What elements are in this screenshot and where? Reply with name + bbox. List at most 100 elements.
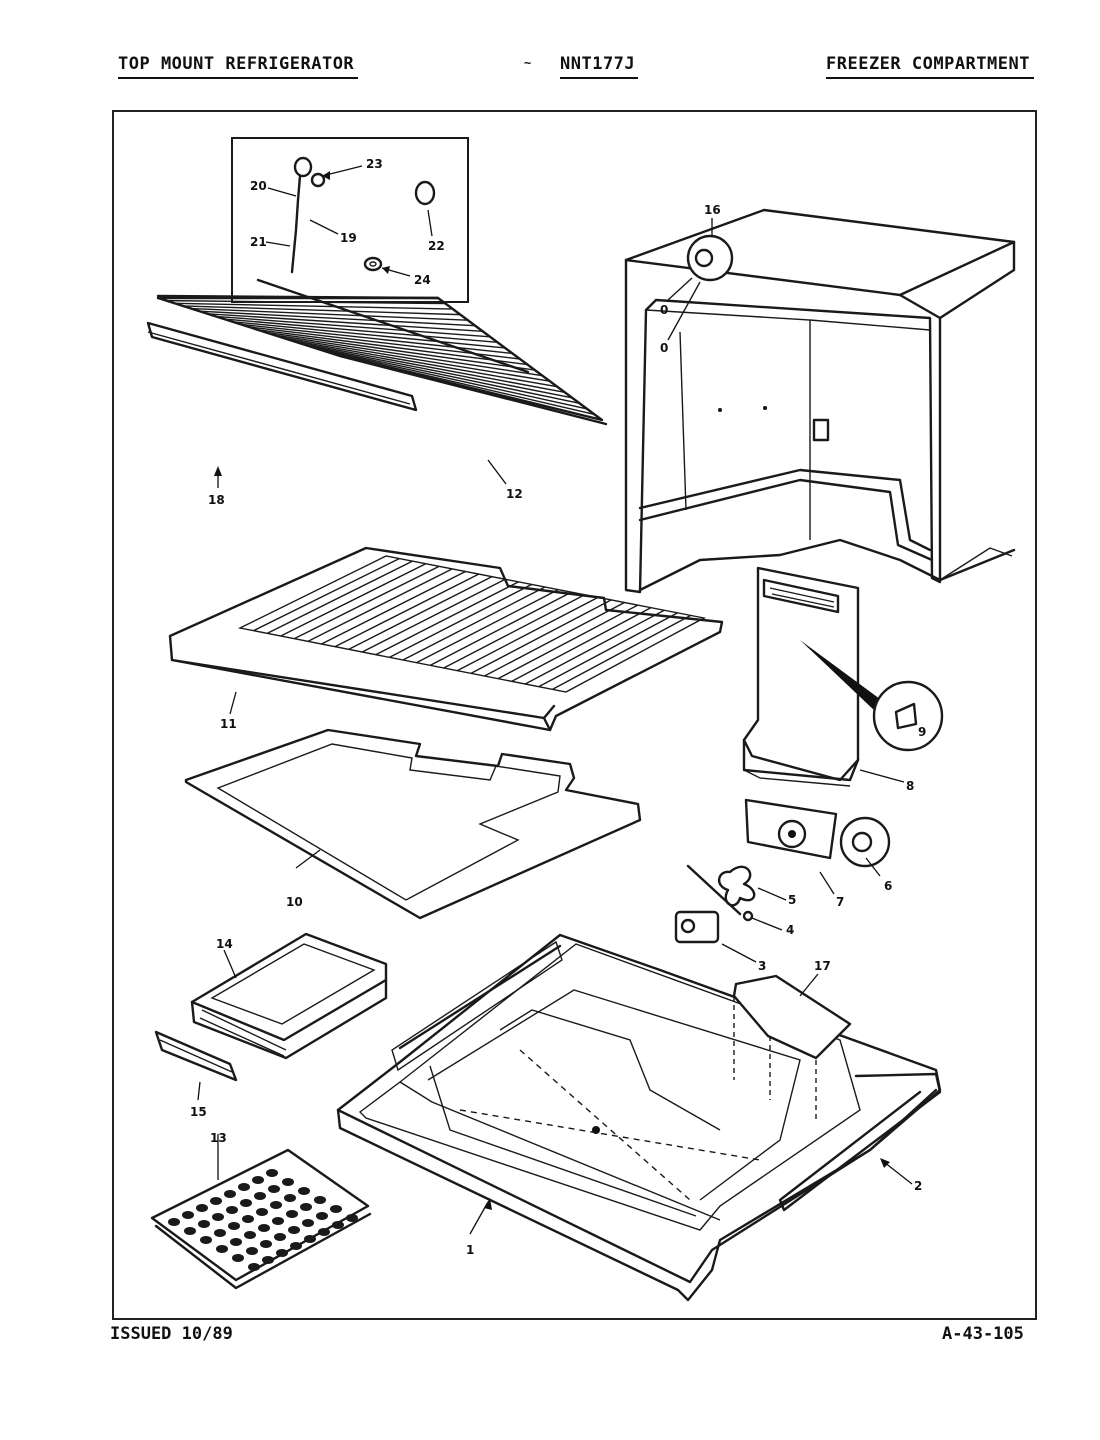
- ice-cube-cell: [212, 1213, 224, 1221]
- freezer-shelf-slat: [389, 583, 533, 658]
- ice-cube-cell: [262, 1256, 274, 1264]
- ice-cube-cell: [216, 1245, 228, 1253]
- detail-mark-a: 0: [660, 303, 668, 317]
- callout-13: 13: [210, 1131, 227, 1145]
- wire-shelf-rod: [298, 342, 565, 393]
- wire-shelf-rod: [339, 355, 603, 421]
- leader-lines: [197, 165, 913, 1235]
- callout-6: 6: [884, 879, 892, 893]
- wire-shelf-rod: [306, 344, 573, 399]
- ice-cube-cell: [346, 1214, 358, 1222]
- ice-cube-cell: [316, 1212, 328, 1220]
- freezer-shelf-slat: [402, 586, 546, 661]
- callout-3: 3: [758, 959, 766, 973]
- ice-cube-cell: [168, 1218, 180, 1226]
- callout-22: 22: [428, 239, 445, 253]
- callout-23: 23: [366, 157, 383, 171]
- light-assembly-inset: [231, 137, 469, 303]
- ice-cube-cell: [238, 1183, 250, 1191]
- ice-cube-cell: [226, 1206, 238, 1214]
- light-shield-part: [414, 180, 436, 206]
- freezer-shelf-slat: [443, 594, 586, 669]
- header-right-title: FREEZER COMPARTMENT: [826, 54, 1030, 74]
- ice-cube-cell: [246, 1247, 258, 1255]
- freezer-shelf-slat: [375, 581, 519, 656]
- ice-cube-cell: [318, 1228, 330, 1236]
- header-mark: ~: [524, 56, 532, 70]
- freezer-shelf-slat: [321, 570, 466, 645]
- light-bulb-part: [310, 172, 326, 188]
- ice-cube-cell: [286, 1210, 298, 1218]
- drain-trough: [732, 974, 852, 1120]
- screw-detail-circle: [872, 680, 944, 752]
- wire-shelf-rod: [191, 307, 468, 321]
- callout-10: 10: [286, 895, 303, 909]
- ice-cube-cell: [184, 1227, 196, 1235]
- ice-cube-cell: [268, 1185, 280, 1193]
- freezer-shelf-slat: [524, 609, 665, 685]
- evaporator-cover: [742, 566, 944, 787]
- ice-cube-cell: [256, 1208, 268, 1216]
- freezer-shelf-slat: [511, 607, 652, 682]
- freezer-shelf-slat: [253, 557, 400, 632]
- freezer-shelf-slat: [361, 578, 506, 653]
- diagram-frame: [112, 110, 1037, 1320]
- freezer-cabinet: [624, 208, 1016, 594]
- callout-21: 21: [250, 235, 267, 249]
- wire-shelf-rod: [207, 313, 483, 332]
- header-left-title: TOP MOUNT REFRIGERATOR: [118, 54, 355, 74]
- ice-cube-cell: [282, 1178, 294, 1186]
- callout-8: 8: [906, 779, 914, 793]
- ice-cube-cell: [228, 1222, 240, 1230]
- detail-mark-b: 0: [660, 341, 668, 355]
- callout-labels: 1 2 3 4 5 6 7 8 9 10 11 12 13 14 15 16 1…: [190, 157, 926, 1257]
- ice-cube-cell: [258, 1224, 270, 1232]
- ice-cube-cell: [254, 1192, 266, 1200]
- ice-cube-cell: [248, 1263, 260, 1271]
- wire-shelf-rod: [215, 315, 491, 338]
- ice-cube-cell: [304, 1235, 316, 1243]
- ice-tray: [150, 1148, 372, 1290]
- wire-shelf-rod: [281, 336, 550, 382]
- wire-shelf-rod: [182, 305, 461, 316]
- ice-cube-cell: [196, 1204, 208, 1212]
- ice-cube-cell: [210, 1197, 222, 1205]
- ice-bin: [190, 932, 388, 1060]
- callout-14: 14: [216, 937, 233, 951]
- ice-cube-cell: [288, 1226, 300, 1234]
- ice-cube-cell: [230, 1238, 242, 1246]
- callout-19: 19: [340, 231, 357, 245]
- cabinet-light-detail-circle: [686, 234, 734, 282]
- ice-cube-cell: [314, 1196, 326, 1204]
- ice-cube-cell: [274, 1233, 286, 1241]
- callout-16: 16: [704, 203, 721, 217]
- header-model-underline: [560, 77, 638, 79]
- freezer-shelf-slat: [416, 588, 559, 664]
- ice-cube-cell: [240, 1199, 252, 1207]
- ice-cube-cell: [244, 1231, 256, 1239]
- freezer-shelf-slat: [294, 565, 440, 640]
- ice-cube-cell: [182, 1211, 194, 1219]
- freezer-shelf-grille: [253, 557, 692, 690]
- footer-issued: ISSUED 10/89: [110, 1324, 233, 1344]
- ice-cube-cell: [242, 1215, 254, 1223]
- callout-11: 11: [220, 717, 237, 731]
- header-left-underline: [118, 77, 358, 79]
- ice-cube-cell: [290, 1242, 302, 1250]
- freezer-shelf-slat: [484, 601, 625, 677]
- freezer-shelf-slat: [497, 604, 639, 680]
- callout-20: 20: [250, 179, 267, 193]
- wire-shelf-rod: [290, 339, 558, 388]
- wire-shelf-rod: [273, 334, 543, 377]
- liner-gasket: [778, 1072, 942, 1212]
- callout-5: 5: [788, 893, 796, 907]
- ice-cube-cell: [270, 1201, 282, 1209]
- freezer-liner: [336, 933, 942, 1302]
- wire-shelf-rod: [240, 323, 513, 355]
- light-washer-part: [363, 256, 383, 272]
- wire-shelf-rod: [224, 318, 498, 344]
- ice-cube-cell: [260, 1240, 272, 1248]
- ice-cube-cell: [266, 1169, 278, 1177]
- ice-cube-cell: [300, 1203, 312, 1211]
- ice-tray-cells: [168, 1169, 358, 1271]
